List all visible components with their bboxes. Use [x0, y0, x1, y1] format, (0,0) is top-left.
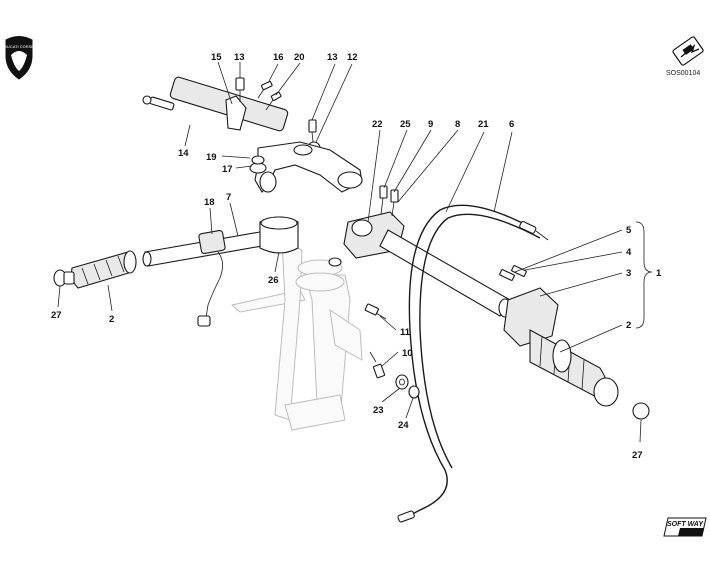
callout-16: 16: [273, 52, 284, 63]
callout-7: 7: [226, 192, 231, 203]
callout-24: 24: [398, 420, 409, 431]
damper-screws: [235, 77, 317, 143]
callout-27-left: 27: [51, 310, 62, 321]
brand-logo: DUCATI CORSE: [4, 36, 34, 80]
callout-3: 3: [626, 268, 631, 279]
top-yoke: [249, 141, 363, 193]
callout-10: 10: [402, 348, 413, 359]
leader-lines: [57, 61, 653, 443]
steering-damper: [142, 76, 321, 155]
callout-11: 11: [400, 327, 411, 338]
throttle-cables: [397, 204, 549, 523]
callout-23: 23: [373, 405, 384, 416]
callout-2-right: 2: [626, 320, 631, 331]
callout-21: 21: [478, 119, 489, 130]
soft-way-logo-text: SOFT WAY: [667, 521, 704, 528]
callout-12: 12: [347, 52, 358, 63]
callout-1: 1: [656, 268, 662, 279]
callout-13b: 13: [327, 52, 338, 63]
callout-14: 14: [178, 148, 189, 159]
callout-4: 4: [626, 247, 632, 258]
callout-19: 19: [206, 152, 217, 163]
callout-2-left: 2: [109, 314, 114, 325]
callout-25: 25: [400, 119, 411, 130]
arrow-forward-icon[interactable]: [672, 36, 704, 66]
callout-9: 9: [428, 119, 433, 130]
callout-18: 18: [204, 197, 215, 208]
frame-ghost: [230, 239, 363, 431]
callout-27-right: 27: [632, 450, 643, 461]
callout-5: 5: [626, 225, 632, 236]
reference-code: SOS00104: [666, 70, 700, 77]
right-clip-on: [328, 185, 512, 318]
callout-8: 8: [455, 119, 460, 130]
throttle-grip-assembly: [499, 265, 650, 420]
brand-logo-text: DUCATI CORSE: [4, 44, 34, 49]
callout-15: 15: [211, 52, 222, 63]
callout-20: 20: [294, 52, 305, 63]
lower-fasteners: [364, 303, 420, 399]
callout-22: 22: [372, 119, 383, 130]
callout-13: 13: [234, 52, 245, 63]
left-grip: [53, 250, 137, 289]
callout-26: 26: [268, 275, 279, 286]
left-clip-on: [142, 216, 299, 327]
soft-way-logo: SOFT WAY: [663, 517, 707, 537]
callout-labels: 13 15 16 20 13 12 14 19 17 22 25 9 8 21 …: [51, 52, 662, 461]
callout-17: 17: [222, 164, 233, 175]
callout-6: 6: [509, 119, 514, 130]
